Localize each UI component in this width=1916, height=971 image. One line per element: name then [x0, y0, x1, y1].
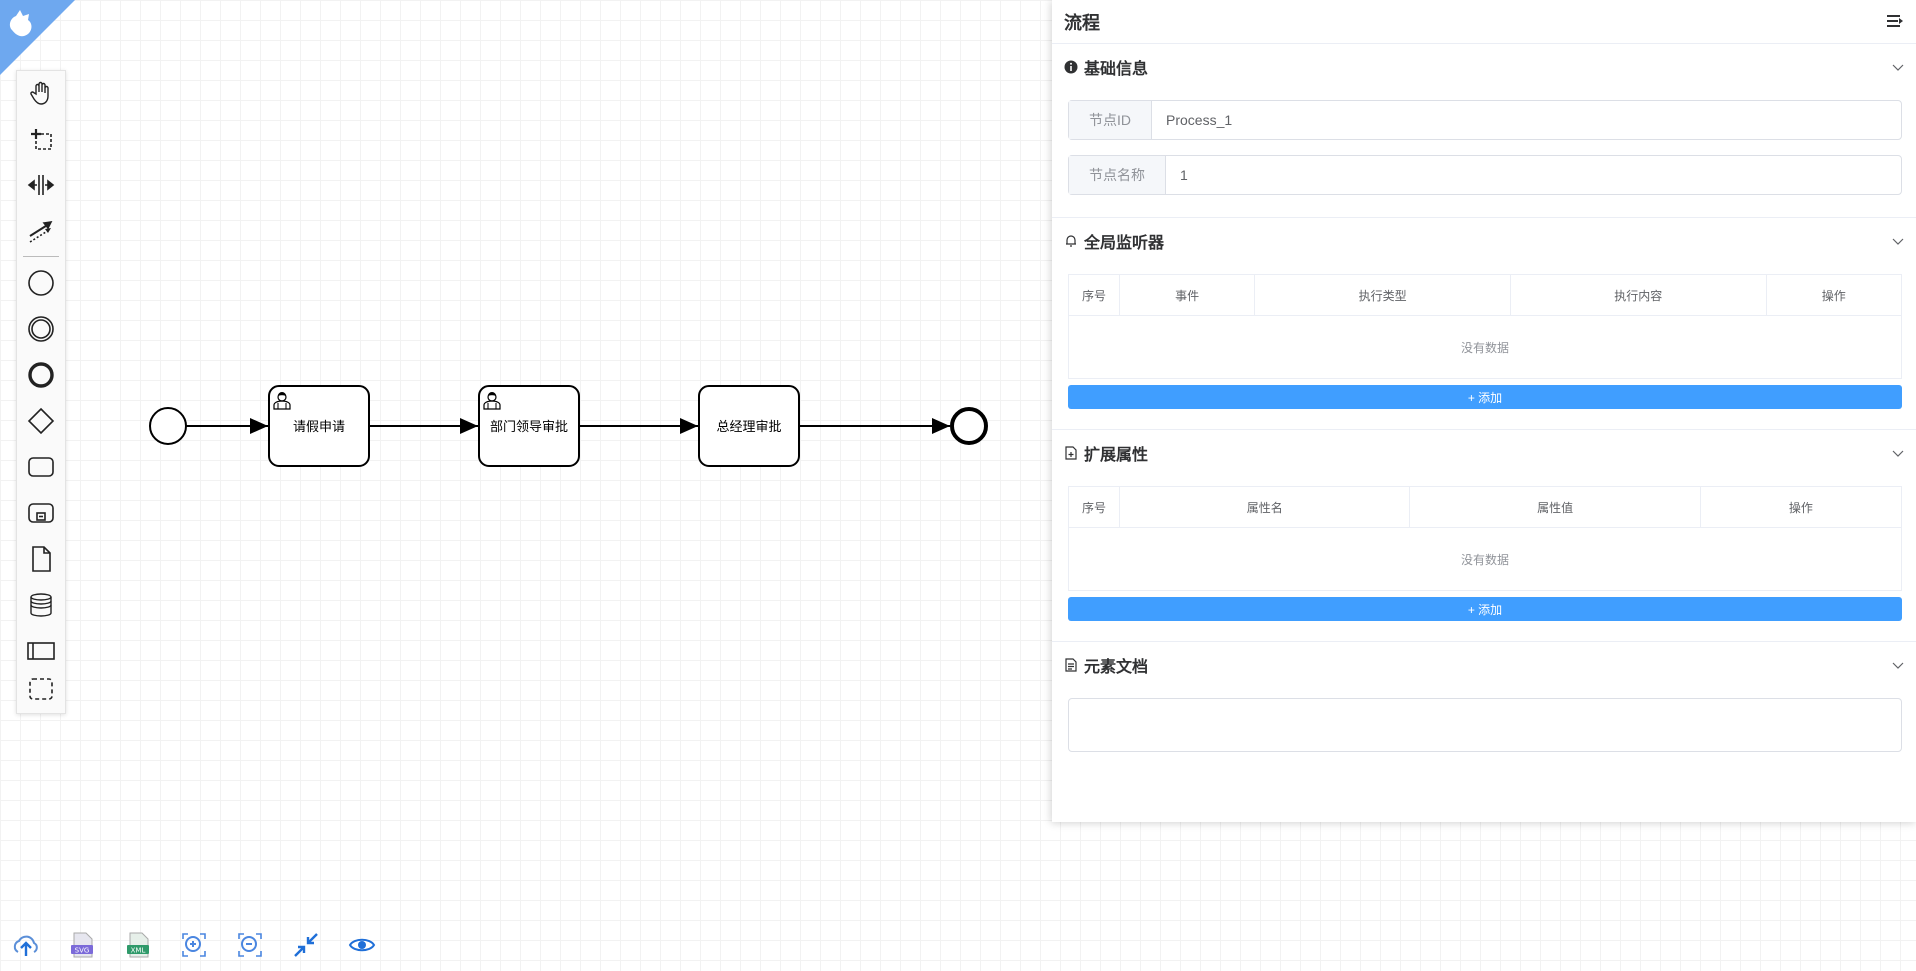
add-property-button[interactable]: + 添加 — [1068, 597, 1902, 621]
task-icon[interactable] — [23, 449, 59, 485]
bell-icon — [1066, 235, 1076, 247]
node-id-field: 节点ID Process_1 — [1068, 100, 1902, 140]
empty-text: 没有数据 — [1068, 527, 1902, 591]
section-basic-info-header[interactable]: 基础信息 — [1052, 44, 1916, 90]
end-event-icon[interactable] — [23, 357, 59, 393]
section-title: 基础信息 — [1084, 61, 1149, 78]
document-icon — [1065, 658, 1077, 672]
section-extensions: 扩展属性 序号 属性名 属性值 操作 没有数据 + 添加 — [1052, 430, 1916, 642]
chevron-down-icon[interactable] — [1892, 61, 1904, 73]
column-header: 执行类型 — [1254, 274, 1511, 316]
node-id-label: 节点ID — [1069, 101, 1152, 139]
user-task[interactable]: 请假申请 — [268, 385, 370, 467]
section-documentation-header[interactable]: 元素文档 — [1052, 642, 1916, 688]
section-title: 扩展属性 — [1084, 447, 1149, 464]
start-event-icon[interactable] — [23, 265, 59, 301]
column-header: 属性值 — [1409, 486, 1701, 528]
task-label: 请假申请 — [293, 419, 345, 434]
section-basic-info: 基础信息 节点ID Process_1 节点名称 1 — [1052, 44, 1916, 218]
section-title: 全局监听器 — [1084, 235, 1165, 252]
column-header: 操作 — [1765, 274, 1903, 316]
svg-text:SVG: SVG — [75, 947, 90, 955]
column-header: 操作 — [1699, 486, 1903, 528]
data-object-icon[interactable] — [23, 541, 59, 577]
column-header: 执行内容 — [1509, 274, 1767, 316]
node-name-label: 节点名称 — [1069, 156, 1166, 194]
chevron-down-icon[interactable] — [1892, 659, 1904, 671]
menu-icon[interactable] — [1886, 14, 1904, 30]
section-listeners: 全局监听器 序号 事件 执行类型 执行内容 操作 没有数据 + 添加 — [1052, 218, 1916, 430]
bpmn-logo-icon — [9, 10, 32, 37]
data-store-icon[interactable] — [23, 587, 59, 623]
end-event[interactable] — [950, 407, 988, 445]
chevron-down-icon[interactable] — [1892, 235, 1904, 247]
section-documentation-body — [1052, 688, 1916, 772]
chevron-down-icon[interactable] — [1892, 447, 1904, 459]
hand-tool-icon[interactable] — [23, 75, 59, 111]
info-icon — [1064, 60, 1078, 74]
palette-separator — [23, 256, 59, 257]
node-id-input[interactable]: Process_1 — [1166, 112, 1233, 128]
panel-header: 流程 — [1052, 0, 1916, 44]
node-name-input[interactable]: 1 — [1180, 167, 1188, 183]
zoom-in-icon[interactable] — [178, 930, 210, 960]
extensions-table: 序号 属性名 属性值 操作 没有数据 — [1068, 486, 1903, 591]
upload-icon[interactable] — [10, 930, 42, 960]
column-header: 属性名 — [1118, 486, 1411, 528]
bottom-toolbar: SVG XML — [10, 930, 378, 960]
column-header: 事件 — [1118, 274, 1256, 316]
section-basic-info-body: 节点ID Process_1 节点名称 1 — [1052, 90, 1916, 217]
listeners-table: 序号 事件 执行类型 执行内容 操作 没有数据 — [1068, 274, 1903, 379]
column-header: 序号 — [1068, 274, 1120, 316]
gateway-icon[interactable] — [23, 403, 59, 439]
section-extensions-body: 序号 属性名 属性值 操作 没有数据 + 添加 — [1052, 476, 1916, 641]
task[interactable]: 总经理审批 — [698, 385, 800, 467]
section-extensions-header[interactable]: 扩展属性 — [1052, 430, 1916, 476]
task-label: 部门领导审批 — [490, 419, 568, 434]
bpmn-canvas[interactable]: 请假申请 部门领导审批 总经理审批 — [0, 0, 1050, 971]
zoom-out-icon[interactable] — [234, 930, 266, 960]
svg-text:XML: XML — [131, 947, 146, 955]
empty-text: 没有数据 — [1068, 315, 1902, 379]
space-tool-icon[interactable] — [23, 167, 59, 203]
subprocess-icon[interactable] — [23, 495, 59, 531]
lasso-tool-icon[interactable] — [23, 121, 59, 157]
user-task[interactable]: 部门领导审批 — [478, 385, 580, 467]
task-label: 总经理审批 — [716, 419, 781, 434]
section-documentation: 元素文档 — [1052, 642, 1916, 772]
properties-panel: 流程 基础信息 节点ID Process_1 节点名称 1 — [1052, 0, 1916, 822]
pool-icon[interactable] — [23, 633, 59, 669]
fit-view-icon[interactable] — [290, 930, 322, 960]
intermediate-event-icon[interactable] — [23, 311, 59, 347]
palette — [16, 70, 66, 714]
file-add-icon — [1065, 446, 1077, 460]
start-event[interactable] — [149, 407, 187, 445]
section-listeners-header[interactable]: 全局监听器 — [1052, 218, 1916, 264]
group-icon[interactable] — [23, 671, 59, 707]
section-title: 元素文档 — [1084, 659, 1149, 676]
corner-banner — [0, 0, 75, 75]
add-listener-button[interactable]: + 添加 — [1068, 385, 1902, 409]
column-header: 序号 — [1068, 486, 1120, 528]
global-connect-tool-icon[interactable] — [23, 213, 59, 249]
node-name-field: 节点名称 1 — [1068, 155, 1902, 195]
xml-download-icon[interactable]: XML — [122, 930, 154, 960]
panel-title: 流程 — [1064, 12, 1100, 33]
svg-download-icon[interactable]: SVG — [66, 930, 98, 960]
documentation-textarea[interactable] — [1068, 698, 1902, 752]
preview-icon[interactable] — [346, 930, 378, 960]
section-listeners-body: 序号 事件 执行类型 执行内容 操作 没有数据 + 添加 — [1052, 264, 1916, 429]
